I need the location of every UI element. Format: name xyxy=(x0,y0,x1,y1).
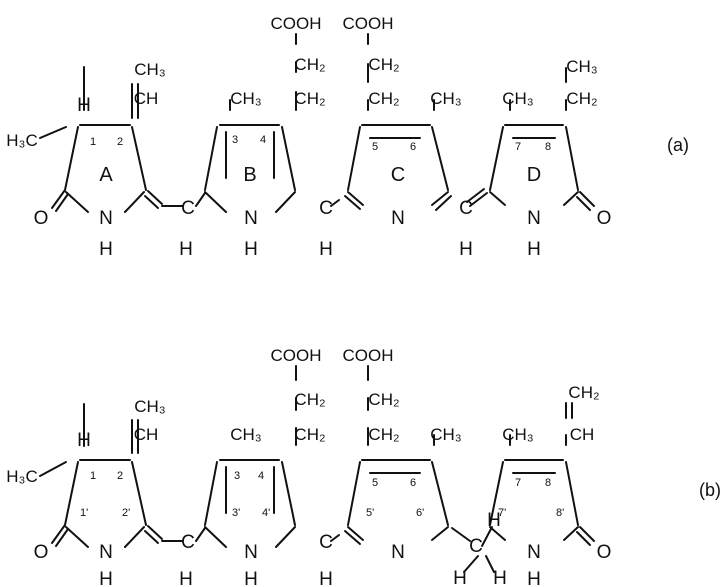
structure-a-ch2-b2: CH₂ xyxy=(294,89,325,108)
structure-b-h-cd-3: H xyxy=(493,568,507,587)
structure-a-nitrogen-b: N xyxy=(244,208,258,229)
structure-b-locant-3p: 3' xyxy=(232,507,240,519)
structure-b-h-n-d: H xyxy=(527,569,541,587)
structure-b-ch2-c2: CH₂ xyxy=(368,425,399,444)
structure-a-ring-c-label: C xyxy=(391,164,405,186)
structure-a-oxygen-left: O xyxy=(34,208,49,229)
structure-b-ch2-c1: CH₂ xyxy=(368,390,399,409)
structure-a-locant-5: 5 xyxy=(372,141,378,153)
structure-b-h-methine-bc: H xyxy=(319,569,333,587)
structure-a-h-n-b: H xyxy=(244,239,258,260)
structure-b-locant-1p: 1' xyxy=(80,507,88,519)
structure-a-ring-d-label: D xyxy=(527,164,541,186)
structure-b-ch-vinyl: CH xyxy=(134,425,159,444)
structure-a-h-methine-ab: H xyxy=(179,239,193,260)
structure-a-ch3-d: CH₃ xyxy=(502,89,533,108)
structure-a-nitrogen-a: N xyxy=(99,208,113,229)
structure-b-locant-8: 8 xyxy=(545,477,551,489)
structure-a-locant-2: 2 xyxy=(117,136,123,148)
structure-b-ch3-top: CH₃ xyxy=(134,397,165,416)
structure-b-locant-2: 2 xyxy=(117,470,123,482)
structure-b-locant-2p: 2' xyxy=(122,507,130,519)
structure-a-nitrogen-d: N xyxy=(527,208,541,229)
structure-b-methine-bc: C xyxy=(319,532,333,553)
structure-b-locant-6p: 6' xyxy=(416,507,424,519)
structure-b-h-n-b: H xyxy=(244,569,258,587)
structure-b-methylene-cd: C xyxy=(469,536,483,557)
structure-a: COOH COOH CH₃ CH CH₂ CH₂ CH₂ CH₂ CH₃ CH₃… xyxy=(6,14,689,260)
structure-a-h-methine-cd: H xyxy=(459,239,473,260)
structure-a-h-ring-a: H xyxy=(77,95,91,116)
structure-b-locant-5p: 5' xyxy=(366,507,374,519)
structure-a-ch3-d-ethyl: CH₃ xyxy=(566,57,597,76)
structure-b-h-methine-ab: H xyxy=(179,569,193,587)
structure-b-ch3-b: CH₃ xyxy=(230,425,261,444)
structure-a-ring-b-label: B xyxy=(243,164,256,186)
structure-b: COOH COOH CH₃ CH CH₂ CH₂ CH₂ CH₂ CH₃ CH₃… xyxy=(6,346,721,587)
structure-b-h-n-a: H xyxy=(99,569,113,587)
structure-a-nitrogen-c: N xyxy=(391,208,405,229)
structure-a-h-n-d: H xyxy=(527,239,541,260)
structure-b-locant-3: 3 xyxy=(234,470,240,482)
structure-a-methine-ab: C xyxy=(181,198,195,219)
structure-b-oxygen-left: O xyxy=(34,542,49,563)
structure-b-locant-8p: 8' xyxy=(556,507,564,519)
structure-b-h-ring-a: H xyxy=(77,430,91,451)
structure-b-h-cd-2: H xyxy=(453,568,467,587)
structure-a-locant-7: 7 xyxy=(515,141,521,153)
structure-b-methine-ab: C xyxy=(181,532,195,553)
structure-b-nitrogen-c: N xyxy=(391,542,405,563)
structure-b-locant-4p: 4' xyxy=(262,507,270,519)
structure-a-ch2-b1: CH₂ xyxy=(294,55,325,74)
structure-b-h-cd-1: H xyxy=(487,510,501,531)
structure-a-cooh-1: COOH xyxy=(271,14,322,33)
structure-a-methine-cd: C xyxy=(459,198,473,219)
structure-b-locant-5: 5 xyxy=(372,477,378,489)
structure-a-ch3-b: CH₃ xyxy=(230,89,261,108)
structure-b-locant-7: 7 xyxy=(515,477,521,489)
structure-b-cooh-1: COOH xyxy=(271,346,322,365)
structure-b-locant-4: 4 xyxy=(258,470,264,482)
structure-a-methine-bc: C xyxy=(319,198,333,219)
structure-b-h3c: H₃C xyxy=(6,467,37,486)
structure-a-ch2-c1: CH₂ xyxy=(368,55,399,74)
structure-b-nitrogen-d: N xyxy=(527,542,541,563)
structure-a-h3c: H₃C xyxy=(6,131,37,150)
structure-a-label: (a) xyxy=(667,135,689,155)
structure-a-ring-a-label: A xyxy=(99,164,113,186)
structure-b-nitrogen-a: N xyxy=(99,542,113,563)
structure-b-ch2-b2: CH₂ xyxy=(294,425,325,444)
structure-a-bonds xyxy=(39,33,595,213)
structure-b-label: (b) xyxy=(699,480,721,500)
structure-a-h-methine-bc: H xyxy=(319,239,333,260)
structure-a-oxygen-right: O xyxy=(597,208,612,229)
structure-b-ch2-b1: CH₂ xyxy=(294,390,325,409)
structure-a-locant-1: 1 xyxy=(90,136,96,148)
structure-b-ch-d-vinyl: CH xyxy=(570,425,595,444)
structure-a-cooh-2: COOH xyxy=(343,14,394,33)
structure-a-ch-vinyl: CH xyxy=(134,89,159,108)
structure-b-nitrogen-b: N xyxy=(244,542,258,563)
structure-b-locant-7p: 7' xyxy=(498,507,506,519)
structure-a-locant-8: 8 xyxy=(545,141,551,153)
structure-a-ch3-top: CH₃ xyxy=(134,60,165,79)
structure-a-locant-3: 3 xyxy=(232,134,238,146)
structure-a-h-n-a: H xyxy=(99,239,113,260)
structure-a-locant-6: 6 xyxy=(410,141,416,153)
structure-b-ch2-d-vinyl: CH₂ xyxy=(568,383,599,402)
structure-a-ch2-d: CH₂ xyxy=(566,89,597,108)
structure-b-locant-6: 6 xyxy=(410,477,416,489)
structure-b-locant-1: 1 xyxy=(90,470,96,482)
structure-b-bonds xyxy=(39,365,595,573)
structure-a-locant-4: 4 xyxy=(260,134,266,146)
structure-b-ch3-c: CH₃ xyxy=(430,425,461,444)
structure-b-ch3-d: CH₃ xyxy=(502,425,533,444)
structure-a-ch3-c: CH₃ xyxy=(430,89,461,108)
structure-a-ch2-c2: CH₂ xyxy=(368,89,399,108)
structure-b-cooh-2: COOH xyxy=(343,346,394,365)
structure-b-oxygen-right: O xyxy=(597,542,612,563)
